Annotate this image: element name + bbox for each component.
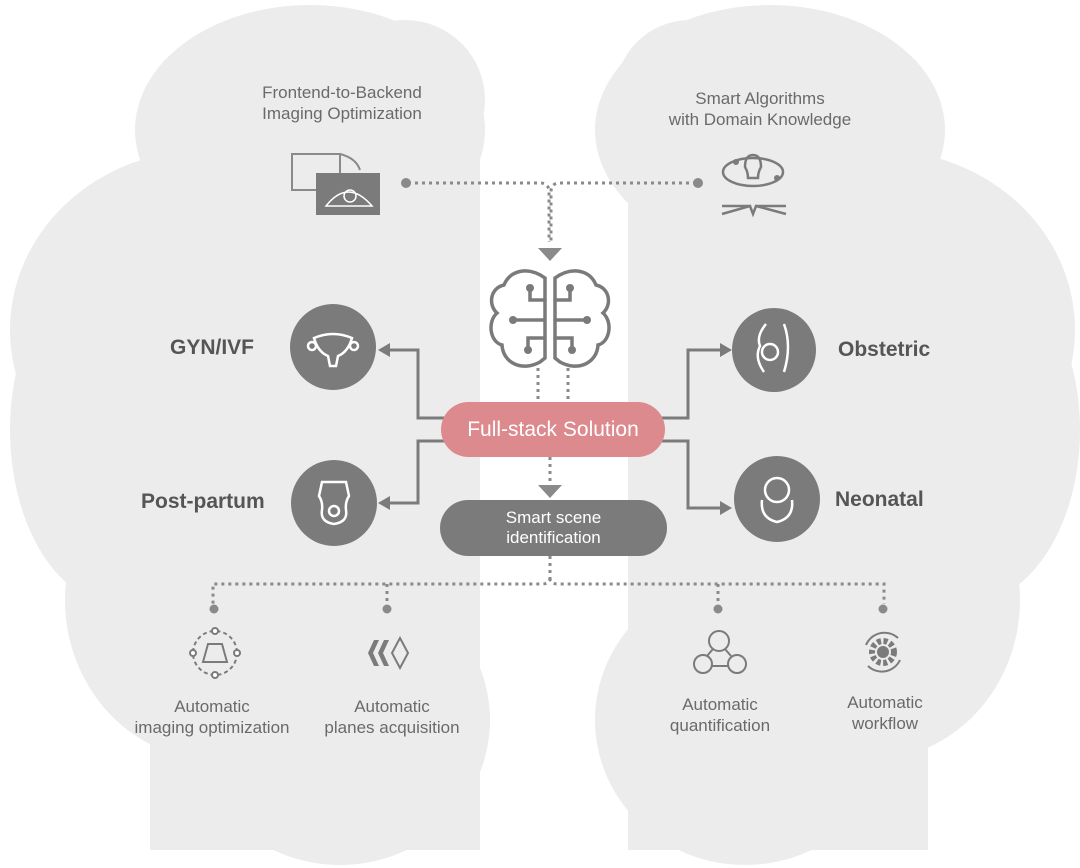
connector-dot-left <box>401 178 411 188</box>
side-connectors <box>386 348 722 510</box>
postpartum-icon <box>317 480 351 526</box>
right-cloud <box>595 5 1080 865</box>
left-cloud <box>10 5 490 865</box>
lightbulb-book-icon <box>721 153 787 218</box>
connector-dot-right <box>693 178 703 188</box>
baby-icon <box>760 476 794 524</box>
postpartum-label: Post-partum <box>141 490 265 513</box>
pregnancy-icon <box>756 323 790 373</box>
gyn-circle <box>290 304 376 390</box>
arrow-into-scene <box>538 485 562 498</box>
ultrasound-screen-icon <box>291 153 380 215</box>
obstetric-label: Obstetric <box>838 338 931 361</box>
full-stack-solution-pill: Full-stack Solution <box>441 402 665 457</box>
gyn-ivf-label: GYN/IVF <box>170 336 255 359</box>
arrow-into-brain <box>538 248 562 261</box>
uterus-icon <box>306 332 360 368</box>
obstetric-circle <box>732 308 816 392</box>
neonatal-circle <box>734 456 820 542</box>
postpartum-circle <box>291 460 377 546</box>
circuit-brain-icon <box>489 269 611 368</box>
imaging-optimization-icon <box>189 627 241 679</box>
quantification-icon <box>693 630 747 674</box>
planes-acquisition-icon <box>368 635 410 671</box>
workflow-gear-icon <box>865 631 901 673</box>
bottom-tree <box>211 556 886 604</box>
neonatal-label: Neonatal <box>835 488 924 511</box>
